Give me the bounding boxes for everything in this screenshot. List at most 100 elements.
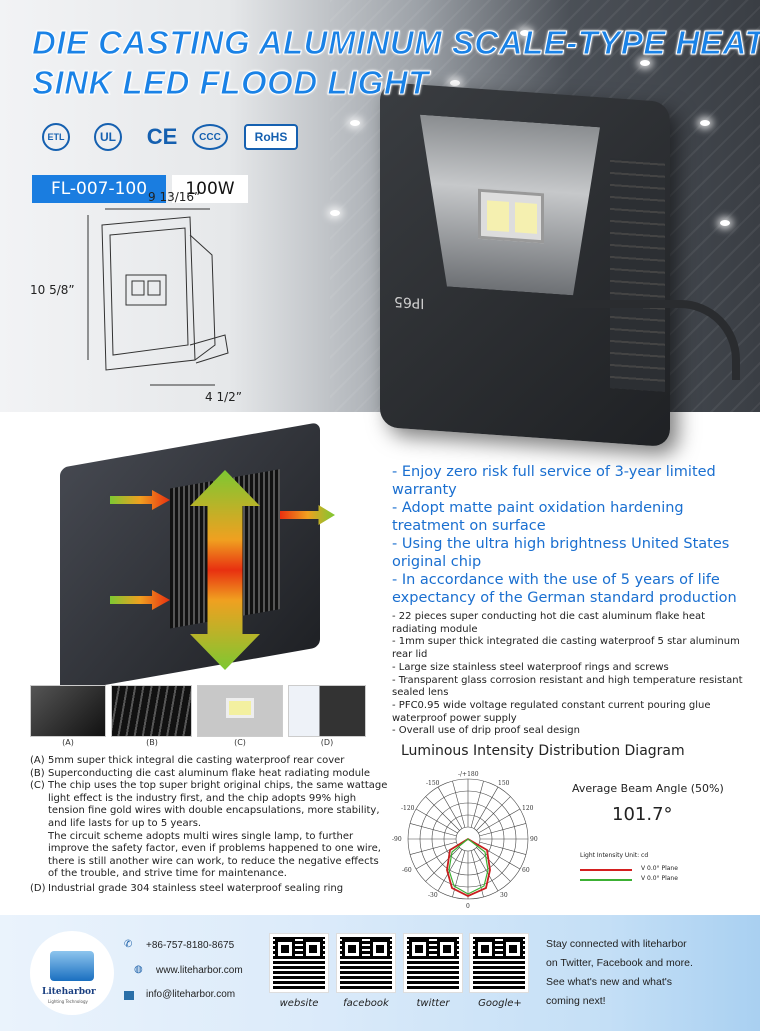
- angle-label: -90: [392, 836, 402, 843]
- width-dimension: 9 13/16”: [148, 190, 201, 204]
- spec-item: - Transparent glass corrosion resistant …: [392, 674, 743, 699]
- grid-spoke: [476, 796, 511, 831]
- spec-list: - 22 pieces super conducting hot die cas…: [392, 611, 752, 738]
- spec-item: - Overall use of drip proof seal design: [392, 725, 580, 737]
- thumbnail-heat-sink: [111, 685, 192, 737]
- angle-label: -30: [428, 892, 438, 899]
- angle-label: 30: [500, 892, 508, 899]
- spec-item: - PFC0.95 wide voltage regulated constan…: [392, 699, 711, 724]
- detail-row: (C)The chip uses the top super bright or…: [30, 780, 388, 829]
- thumbnail-label: (A): [62, 738, 74, 747]
- thumbnail-rear-cover: [30, 685, 106, 737]
- component-details: (A)5mm super thick integral die casting …: [30, 755, 390, 896]
- thumbnail-sealing-ring: [288, 685, 366, 737]
- thumbnail-label: (B): [146, 738, 158, 747]
- angle-label: -60: [402, 867, 412, 874]
- grid-spoke: [409, 841, 457, 855]
- led-chip-module: [478, 188, 544, 244]
- qr-code-google-plus[interactable]: [469, 933, 529, 993]
- phone-number: +86-757-8180-8675: [146, 940, 235, 951]
- height-dimension: 10 5/8”: [30, 283, 75, 297]
- angle-label: -150: [426, 780, 440, 787]
- page-title-line1: DIE CASTING ALUMINUM SCALE-TYPE HEAT: [32, 24, 760, 62]
- detail-row: (D)Industrial grade 304 stainless steel …: [30, 882, 344, 894]
- footer: Liteharbor Lighting Technology ✆ +86-757…: [0, 915, 760, 1031]
- qr-code-facebook[interactable]: [336, 933, 396, 993]
- grid-spoke: [478, 808, 521, 834]
- grid-spoke: [437, 786, 463, 829]
- phone-icon: ✆: [124, 939, 133, 950]
- grid-spoke: [437, 849, 463, 892]
- detail-row: (A)5mm super thick integral die casting …: [30, 755, 345, 766]
- grid-spoke: [470, 780, 484, 828]
- ip65-mark: IP65: [394, 292, 425, 311]
- feature-item: - In accordance with the use of 5 years …: [392, 572, 737, 606]
- ccc-cert-logo: CCC: [190, 122, 230, 152]
- thumbnail-led-chip: [197, 685, 283, 737]
- model-number-badge: FL-007-100: [32, 175, 166, 203]
- grid-spoke: [425, 847, 460, 882]
- angle-label: -120: [401, 805, 415, 812]
- wattage-badge: 100W: [172, 175, 248, 203]
- angle-label: -/+180: [458, 771, 479, 778]
- spec-item: - 1mm super thick integrated die casting…: [392, 636, 740, 661]
- thumbnail-label: (C): [234, 738, 246, 747]
- ce-cert-logo: CE: [146, 124, 178, 149]
- feature-highlights: - Enjoy zero risk full service of 3-year…: [392, 463, 752, 607]
- legend-swatch-red: [580, 869, 632, 871]
- qr-label: facebook: [343, 998, 389, 1009]
- intensity-unit: Light Intensity Unit: cd: [580, 852, 649, 859]
- angle-label: 120: [522, 805, 534, 812]
- beam-angle-value: 101.7°: [612, 804, 673, 825]
- beam-angle-label: Average Beam Angle (50%): [572, 782, 724, 795]
- globe-icon: ◍: [134, 964, 143, 975]
- qr-label: twitter: [416, 998, 450, 1009]
- etl-cert-logo: ETL: [34, 122, 78, 152]
- angle-label: 60: [522, 867, 530, 874]
- email-link[interactable]: info@liteharbor.com: [146, 989, 236, 1000]
- angle-label: 150: [498, 780, 510, 787]
- depth-dimension: 4 1/2”: [205, 390, 242, 404]
- page-title-line2: SINK LED FLOOD LIGHT: [32, 64, 429, 102]
- grid-spoke: [473, 849, 499, 892]
- red-curve: [446, 837, 491, 897]
- dimension-drawing: [87, 208, 229, 386]
- qr-label: website: [279, 998, 319, 1009]
- grid-spoke: [425, 796, 460, 831]
- feature-item: - Adopt matte paint oxidation hardening …: [392, 500, 684, 534]
- email-icon: [124, 991, 134, 1000]
- grid-spoke: [409, 823, 457, 837]
- spec-item: - Large size stainless steel waterproof …: [392, 661, 669, 673]
- qr-label: Google+: [478, 998, 522, 1009]
- rohs-cert-logo: RoHS: [244, 124, 298, 150]
- liteharbor-logo: Liteharbor Lighting Technology: [30, 931, 114, 1015]
- grid-spoke: [479, 841, 527, 855]
- polar-intensity-diagram: -/+180 -150 150 -120 120 -90 90 -60 60 -…: [392, 771, 538, 910]
- legend-label: V 0.0° Plane: [641, 875, 678, 882]
- grid-spoke: [479, 823, 527, 837]
- grid-spoke: [473, 786, 499, 829]
- legend-label: V 0.0° Plane: [641, 865, 678, 872]
- qr-code-website[interactable]: [269, 933, 329, 993]
- grid-spoke: [452, 780, 466, 828]
- spec-item: - 22 pieces super conducting hot die cas…: [392, 611, 706, 635]
- grid-spoke: [415, 808, 458, 834]
- mounting-bracket: [560, 300, 740, 380]
- green-curve: [448, 838, 489, 895]
- detail-row: (B)Superconducting die cast aluminum fla…: [30, 767, 370, 779]
- angle-label: 0: [466, 903, 470, 910]
- flood-light-product-image: IP65: [380, 81, 670, 448]
- ul-cert-logo: UL: [86, 122, 130, 152]
- feature-item: - Using the ultra high brightness United…: [392, 536, 730, 570]
- feature-item: - Enjoy zero risk full service of 3-year…: [392, 464, 716, 498]
- qr-code-twitter[interactable]: [403, 933, 463, 993]
- legend-swatch-green: [580, 879, 632, 881]
- detail-row: The circuit scheme adopts multi wires si…: [48, 830, 381, 880]
- diagram-title: Luminous Intensity Distribution Diagram: [401, 743, 685, 759]
- heatsink-product-image: [60, 422, 320, 693]
- thumbnail-label: (D): [320, 738, 334, 747]
- grid-spoke: [476, 847, 511, 882]
- angle-label: 90: [530, 836, 538, 843]
- website-link[interactable]: www.liteharbor.com: [156, 965, 243, 976]
